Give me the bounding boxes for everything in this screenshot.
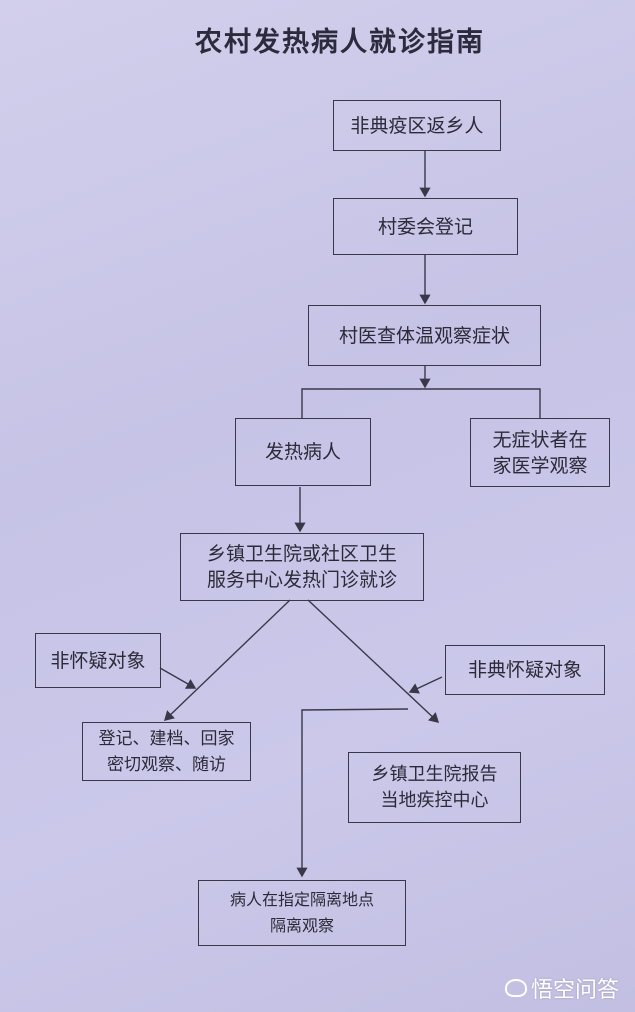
arrow-clinic-followup [163,599,291,721]
node-fever-patient: 发热病人 [235,418,371,486]
node-doctor-check: 村医查体温观察症状 [308,305,541,366]
node-returnee: 非典疫区返乡人 [333,100,501,151]
watermark-text: 悟空问答 [531,978,620,1003]
node-report: 乡镇卫生院报告 当地疾控中心 [348,752,521,823]
node-non-suspect: 非怀疑对象 [35,633,161,688]
node-isolation: 病人在指定隔离地点 隔离观察 [198,880,406,946]
arrow-suspect-label [408,676,443,694]
arrow-to-isolation [296,708,409,878]
branch-line [301,388,541,418]
page-title: 农村发热病人就诊指南 [195,27,485,58]
node-follow-up: 登记、建档、回家 密切观察、随访 [82,722,251,781]
node-asymptomatic: 无症状者在 家医学观察 [470,418,610,487]
watermark: 悟空问答 [505,972,619,1004]
node-sars-suspect: 非典怀疑对象 [445,645,605,695]
wukong-logo-icon [505,979,527,997]
node-register: 村委会登记 [333,198,518,255]
node-clinic: 乡镇卫生院或社区卫生 服务中心发热门诊就诊 [180,533,424,601]
arrow-clinic-report [307,599,440,723]
arrow-nonsuspect-label [159,667,197,689]
